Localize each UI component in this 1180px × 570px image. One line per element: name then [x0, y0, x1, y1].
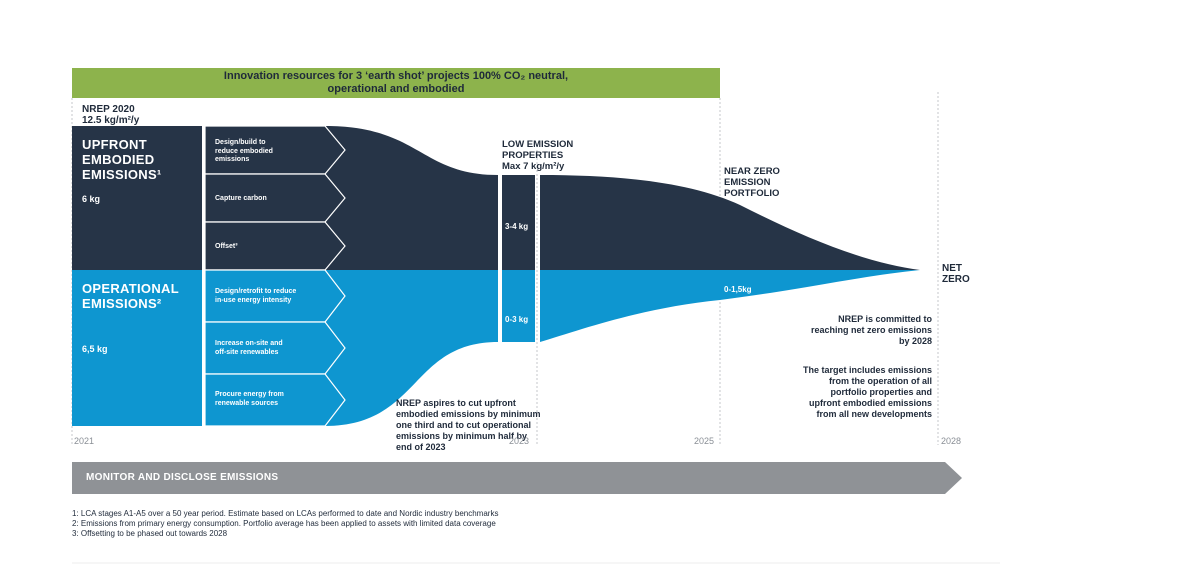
low-emission-label: LOW EMISSION PROPERTIES Max 7 kg/m²/y — [502, 139, 573, 172]
near-zero-label: NEAR ZERO EMISSION PORTFOLIO — [724, 166, 780, 199]
lever-offset: Offset³ — [215, 243, 238, 250]
footnote-3: 3: Offsetting to be phased out towards 2… — [72, 529, 228, 538]
operational-value: 6,5 kg — [82, 344, 108, 354]
aspiration-line5: end of 2023 — [396, 442, 446, 452]
operational-title-line1: OPERATIONAL — [82, 281, 179, 296]
target-line2: from the operation of all — [828, 376, 932, 386]
net-zero-line2: ZERO — [942, 274, 970, 285]
operational-flow-2 — [540, 270, 920, 342]
upfront-title-line3: EMISSIONS¹ — [82, 167, 162, 182]
lever-procure-energy: Procure energy from renewable sources — [215, 391, 284, 408]
lever-0-line3: emissions — [215, 156, 250, 163]
baseline-line1: NREP 2020 — [82, 104, 135, 115]
low-emission-upfront-bar — [502, 175, 535, 270]
target-text: The target includes emissions from the o… — [772, 365, 932, 420]
aspiration-line2: embodied emissions by minimum — [396, 409, 541, 419]
lever-0-line2: reduce embodied — [215, 147, 273, 155]
aspiration-line4: emissions by minimum half by — [396, 431, 528, 441]
near-zero-line1: NEAR ZERO — [724, 166, 780, 177]
lever-3-line1: Design/retrofit to reduce — [215, 288, 297, 295]
footnotes: 1: LCA stages A1-A5 over a 50 year perio… — [72, 509, 498, 539]
baseline-line2: 12.5 kg/m²/y — [82, 115, 140, 126]
net-zero-line1: NET — [942, 263, 962, 274]
net-zero-label: NET ZERO — [942, 263, 970, 285]
innovation-banner-text: Innovation resources for 3 ‘earth shot’ … — [223, 70, 569, 95]
upfront-title-line2: EMBODIED — [82, 152, 155, 167]
lever-4-line2: off-site renewables — [215, 348, 279, 356]
upfront-flow-2 — [540, 175, 920, 270]
year-2023: 2023 — [509, 436, 530, 446]
lever-5-line1: Procure energy from — [215, 391, 284, 398]
target-line4: upfront embodied emissions — [808, 398, 932, 408]
low-emission-line1: LOW EMISSION — [502, 139, 574, 150]
lever-5-line2: renewable sources — [215, 399, 279, 407]
target-line5: from all new developments — [816, 409, 932, 419]
low-emission-lower-value: 0-3 kg — [505, 315, 529, 324]
operational-title: OPERATIONAL EMISSIONS² — [82, 281, 179, 311]
commitment-line2: reaching net zero emissions — [810, 325, 932, 335]
footnote-2: 2: Emissions from primary energy consump… — [72, 519, 496, 528]
near-zero-value: 0-1,5kg — [724, 285, 752, 294]
year-2021: 2021 — [74, 436, 95, 446]
target-line3: portfolio properties and — [830, 387, 932, 397]
upfront-title-line1: UPFRONT — [82, 137, 147, 152]
lever-4-line1: Increase on-site and — [215, 340, 283, 347]
monitor-arrow — [72, 462, 962, 494]
aspiration-line3: one third and to cut operational — [396, 420, 531, 430]
target-line1: The target includes emissions — [802, 365, 932, 375]
operational-block — [72, 270, 202, 426]
lever-chevrons — [204, 125, 346, 427]
lever-capture-carbon: Capture carbon — [215, 195, 267, 202]
monitor-label: MONITOR AND DISCLOSE EMISSIONS — [86, 472, 279, 483]
commitment-line3: by 2028 — [898, 336, 932, 346]
upfront-block — [72, 126, 202, 270]
low-emission-line2: PROPERTIES — [502, 150, 564, 161]
upfront-value: 6 kg — [82, 194, 101, 204]
low-emission-upper-value: 3-4 kg — [505, 222, 529, 231]
upfront-title: UPFRONT EMBODIED EMISSIONS¹ — [82, 137, 162, 182]
operational-title-line2: EMISSIONS² — [82, 296, 162, 311]
commitment-line1: NREP is committed to — [838, 314, 932, 324]
year-2028: 2028 — [941, 436, 962, 446]
footnote-1: 1: LCA stages A1-A5 over a 50 year perio… — [72, 509, 499, 518]
innovation-banner: Innovation resources for 3 ‘earth shot’ … — [72, 68, 720, 98]
lever-3-line2: in-use energy intensity — [215, 296, 292, 304]
low-emission-operational-bar — [502, 270, 535, 342]
upfront-flow-1 — [325, 126, 498, 270]
year-2025: 2025 — [694, 436, 715, 446]
lever-design-retrofit: Design/retrofit to reduce in-use energy … — [215, 288, 296, 305]
lever-design-build: Design/build to reduce embodied emission… — [215, 139, 273, 165]
lever-renewables: Increase on-site and off-site renewables — [215, 340, 283, 357]
lever-0-line1: Design/build to — [215, 139, 266, 146]
aspiration-text: NREP aspires to cut upfront embodied emi… — [396, 398, 546, 453]
baseline-label: NREP 2020 12.5 kg/m²/y — [82, 104, 139, 126]
commitment-text: NREP is committed to reaching net zero e… — [772, 314, 932, 347]
low-emission-line3: Max 7 kg/m²/y — [502, 161, 565, 172]
near-zero-line3: PORTFOLIO — [724, 188, 780, 199]
aspiration-line1: NREP aspires to cut upfront — [396, 398, 516, 408]
near-zero-line2: EMISSION — [724, 177, 771, 188]
operational-flow-1 — [325, 270, 498, 426]
